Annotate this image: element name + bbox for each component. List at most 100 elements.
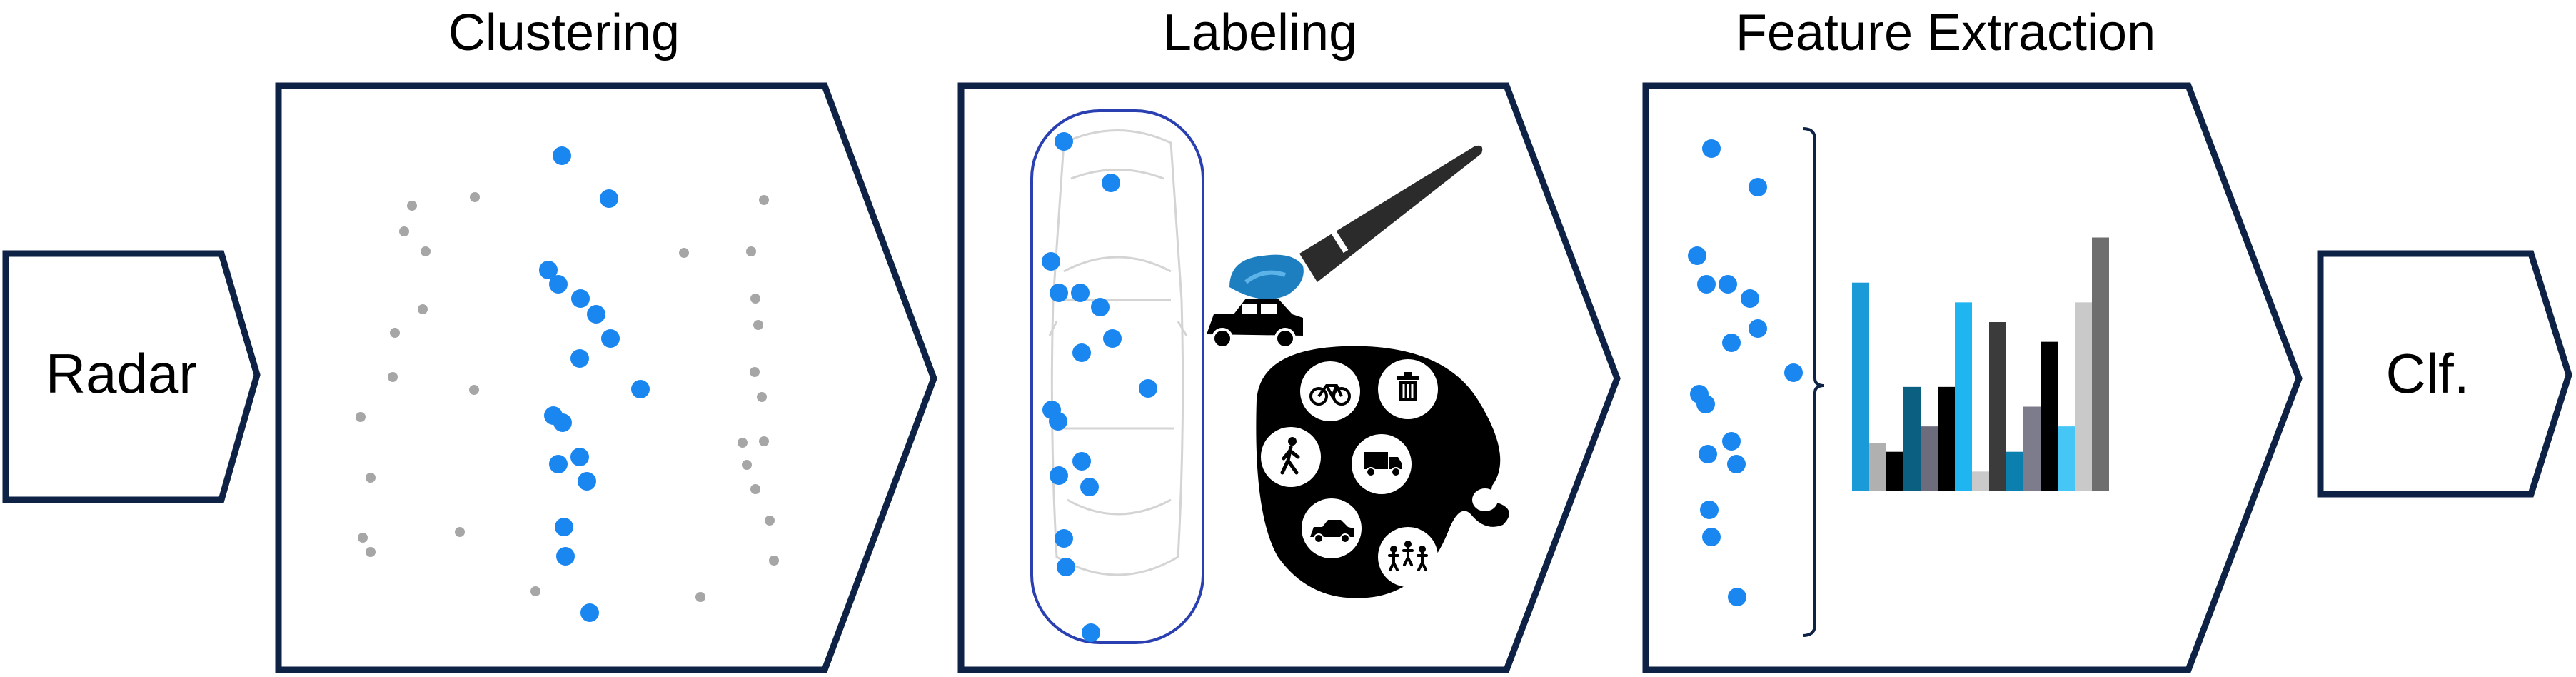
- feature-bar: [1938, 386, 1955, 491]
- labeling-points: [1042, 132, 1157, 642]
- stage-arrow-radar: Radar: [2, 250, 261, 503]
- noise-point: [407, 201, 417, 211]
- noise-point: [366, 547, 376, 557]
- feature-bar: [1852, 282, 1869, 491]
- feature-bar: [2023, 406, 2041, 491]
- noise-point: [765, 516, 775, 526]
- cluster-point: [549, 275, 568, 294]
- labeled-point: [1055, 132, 1073, 151]
- feature-point: [1700, 501, 1719, 519]
- bracket-icon: [1802, 127, 1825, 637]
- noise-point: [750, 367, 760, 377]
- stage-title-labeling: Labeling: [1163, 4, 1357, 61]
- cluster-point: [570, 448, 589, 466]
- feature-points: [1688, 139, 1803, 606]
- cluster-point: [571, 289, 590, 308]
- noise-point: [455, 527, 465, 537]
- noise-point: [759, 436, 769, 446]
- feature-bar: [2058, 426, 2075, 491]
- noise-points: [356, 192, 779, 602]
- noise-point: [753, 320, 763, 330]
- noise-point: [750, 294, 760, 304]
- feature-point: [1688, 246, 1706, 265]
- labeled-point: [1050, 466, 1068, 485]
- feature-bar: [1972, 471, 1989, 491]
- bicycle-icon: [1300, 361, 1360, 421]
- labeled-point: [1071, 284, 1090, 302]
- car-top-view: [1030, 109, 1204, 644]
- labeled-point: [1102, 174, 1120, 192]
- labeled-point: [1055, 529, 1073, 548]
- cluster-point: [556, 547, 575, 566]
- paintbrush-icon: [1229, 145, 1483, 300]
- feature-bar: [1921, 426, 1938, 491]
- pedestrian-group-icon: [1378, 527, 1438, 587]
- noise-point: [695, 592, 705, 602]
- noise-point: [390, 328, 400, 338]
- cluster-point: [553, 146, 571, 165]
- noise-point: [679, 248, 689, 258]
- noise-point: [356, 412, 366, 422]
- noise-point: [759, 195, 769, 205]
- feature-point: [1702, 139, 1721, 158]
- labeled-point: [1072, 343, 1091, 362]
- car-icon: [1207, 299, 1303, 349]
- stage-label-radar: Radar: [46, 342, 197, 405]
- cluster-point: [578, 472, 596, 491]
- feature-point: [1784, 363, 1803, 382]
- feature-point: [1749, 178, 1767, 196]
- cluster-point: [631, 380, 650, 398]
- noise-point: [421, 246, 431, 256]
- feature-bar: [1955, 302, 1972, 491]
- noise-point: [366, 473, 376, 483]
- labeled-point: [1050, 284, 1068, 302]
- noise-point: [530, 586, 540, 596]
- cluster-point: [553, 413, 572, 432]
- labeled-point: [1080, 478, 1099, 496]
- noise-point: [769, 556, 779, 566]
- cluster-point: [570, 349, 589, 368]
- feature-bar: [1869, 443, 1886, 491]
- stage-arrow-feature-extraction: [1642, 82, 2303, 673]
- feature-bar: [1989, 322, 2006, 491]
- cluster-point: [539, 261, 558, 279]
- cluster-point: [549, 455, 568, 473]
- labeled-point: [1042, 252, 1060, 271]
- feature-point: [1722, 334, 1741, 352]
- feature-bar: [2092, 237, 2109, 491]
- cluster-point: [600, 189, 618, 208]
- cluster-point: [555, 518, 573, 536]
- bar-chart-icon: [1852, 237, 2109, 491]
- feature-point: [1719, 275, 1737, 294]
- noise-point: [470, 192, 480, 202]
- stage-arrow-classifier: Clf.: [2317, 250, 2572, 498]
- feature-point: [1702, 528, 1721, 546]
- car-icon: [1302, 498, 1362, 558]
- stage-title-clustering: Clustering: [448, 4, 680, 61]
- feature-point: [1741, 289, 1759, 308]
- trash-can-icon: [1378, 359, 1438, 419]
- stage-title-feature-extraction: Feature Extraction: [1736, 4, 2155, 61]
- feature-point: [1699, 445, 1717, 463]
- feature-bar: [2075, 302, 2092, 491]
- feature-bar: [1903, 386, 1921, 491]
- feature-point: [1722, 432, 1741, 451]
- noise-point: [750, 484, 760, 494]
- noise-point: [742, 460, 752, 470]
- noise-point: [388, 372, 398, 382]
- labeled-point: [1082, 623, 1100, 642]
- labeled-point: [1103, 329, 1122, 348]
- feature-bar: [1886, 451, 1903, 491]
- noise-point: [746, 246, 756, 256]
- labeled-point: [1057, 558, 1075, 576]
- noise-point: [738, 438, 748, 448]
- feature-point: [1696, 395, 1715, 413]
- feature-point: [1749, 319, 1767, 338]
- noise-point: [469, 385, 479, 395]
- noise-point: [399, 226, 409, 236]
- cluster-points: [539, 146, 650, 622]
- labeled-point: [1091, 298, 1110, 316]
- labeled-point: [1049, 412, 1067, 431]
- feature-bar: [2041, 341, 2058, 491]
- truck-icon: [1352, 434, 1412, 494]
